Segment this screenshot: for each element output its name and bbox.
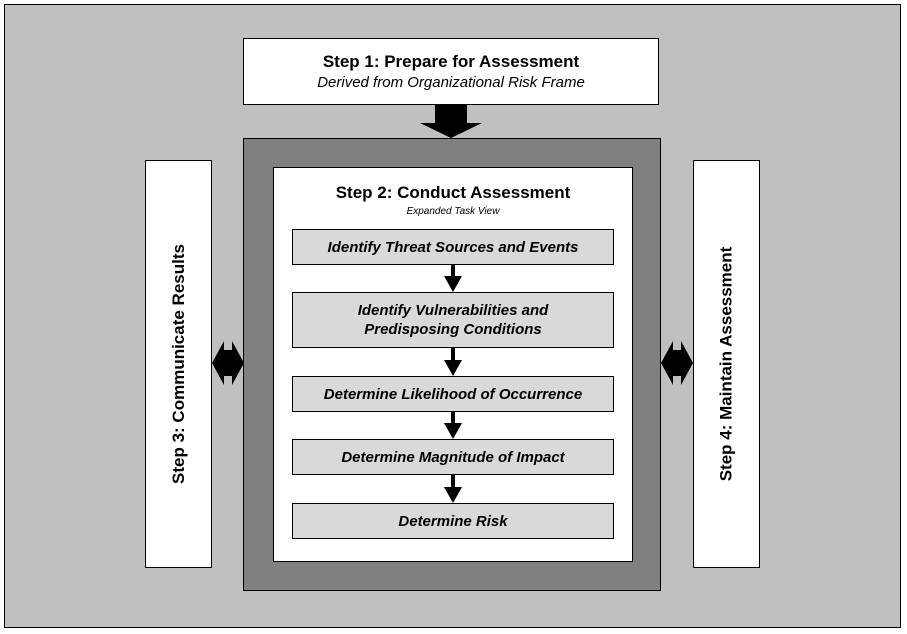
step4-box: Step 4: Maintain Assessment <box>693 160 760 568</box>
step3-box: Step 3: Communicate Results <box>145 160 212 568</box>
flow-arrow-icon <box>444 265 462 292</box>
task-identify-vulnerabilities: Identify Vulnerabilities and Predisposin… <box>292 292 614 348</box>
task-determine-impact: Determine Magnitude of Impact <box>292 439 614 475</box>
flow-arrow-icon <box>444 412 462 439</box>
down-arrow-icon <box>420 105 482 138</box>
double-arrow-icon <box>661 341 693 385</box>
task-determine-risk: Determine Risk <box>292 503 614 539</box>
flow-arrow-icon <box>444 475 462 503</box>
step1-box: Step 1: Prepare for Assessment Derived f… <box>243 38 659 105</box>
step1-title: Step 1: Prepare for Assessment <box>322 52 580 71</box>
step1-subtitle: Derived from Organizational Risk Frame <box>317 74 585 91</box>
double-arrow-icon <box>212 341 244 385</box>
task-determine-likelihood: Determine Likelihood of Occurrence <box>292 376 614 412</box>
step2-subtitle: Expanded Task View <box>406 206 500 217</box>
task-identify-threats: Identify Threat Sources and Events <box>292 229 614 265</box>
step2-title: Step 2: Conduct Assessment <box>335 183 571 202</box>
flow-arrow-icon <box>444 348 462 376</box>
